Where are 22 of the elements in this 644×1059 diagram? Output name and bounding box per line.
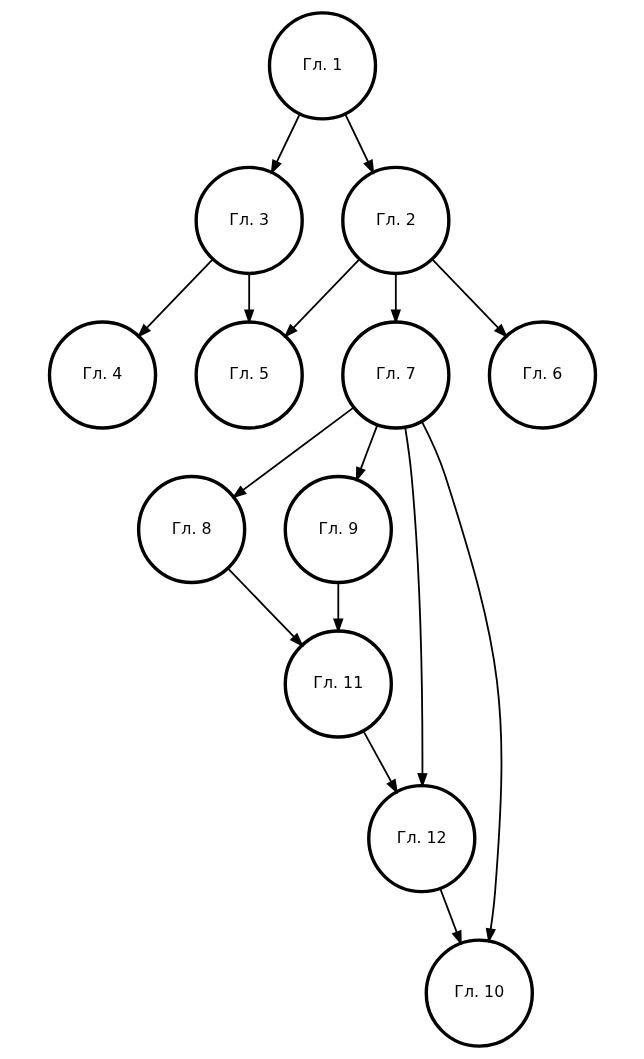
node-circle: Гл. 9	[283, 474, 393, 585]
arrow	[226, 567, 304, 648]
arrow	[438, 887, 462, 946]
arrow	[390, 272, 401, 325]
arrow	[343, 113, 374, 175]
arrow	[361, 729, 398, 795]
arrow	[332, 581, 343, 634]
node-circle: Гл. 2	[340, 165, 451, 276]
arrow	[270, 113, 301, 175]
node-circle: Гл. 10	[424, 938, 534, 1048]
arrow	[355, 424, 378, 482]
arrow	[136, 258, 214, 339]
arrow	[283, 258, 360, 339]
node-circle: Гл. 12	[366, 783, 476, 894]
node-circle: Гл. 3	[193, 165, 304, 276]
arrow	[243, 272, 254, 325]
arrow	[430, 258, 508, 339]
node-circle: Гл. 1	[267, 11, 377, 121]
arrow	[231, 406, 354, 499]
arrow	[420, 420, 502, 944]
node-circle: Гл. 7	[340, 320, 451, 430]
arrow	[403, 426, 428, 789]
